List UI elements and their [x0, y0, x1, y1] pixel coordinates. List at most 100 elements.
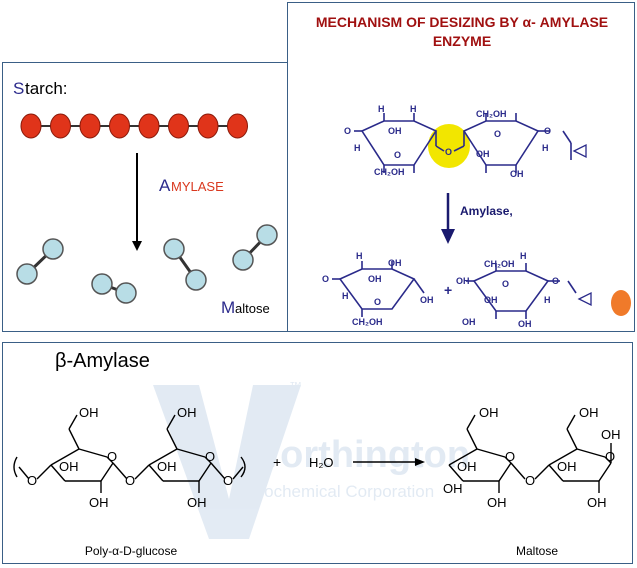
water-label: H₂O — [309, 455, 334, 470]
atom-oh-top-2: OH — [476, 149, 490, 159]
amylase-label-initial: A — [159, 176, 171, 195]
atom-o-top-left: O — [344, 126, 351, 136]
glucose-bead — [79, 113, 101, 139]
atom-oh-poly-6: OH — [187, 495, 207, 510]
atom-o-bottom-right: O — [552, 276, 559, 286]
atom-oh-bottom-5: OH — [484, 295, 498, 305]
atom-ch2oh-top-2: CH₂OH — [476, 109, 507, 119]
atom-o-ring-3: O — [374, 297, 381, 307]
atom-oh-top-3: OH — [510, 169, 524, 179]
maltose-label: altose — [235, 301, 270, 316]
amylase-enzyme-label: Amylase, — [460, 204, 513, 218]
maltose-caption: Maltose — [516, 544, 558, 558]
atom-o-poly-ring-1: O — [107, 449, 117, 464]
glucose-bead — [227, 113, 248, 139]
amylase-label: MYLASE — [171, 179, 224, 194]
atom-o-ring-4: O — [502, 279, 509, 289]
atom-oh-maltose-4: OH — [487, 495, 507, 510]
atom-oh-maltose-2: OH — [457, 459, 477, 474]
atom-oh-maltose-5: OH — [579, 405, 599, 420]
mechanism-diagram: MECHANISM OF DESIZING BY α- AMYLASE ENZY… — [316, 14, 631, 329]
glucose-bead — [197, 113, 219, 139]
starch-panel: S tarch: A MYLASE M altose — [2, 62, 288, 332]
top-glucose-ring-2 — [453, 113, 572, 173]
beta-amylase-diagram: Worthington Biochemical Corporation ™ β-… — [13, 350, 621, 558]
watermark-subtitle: Biochemical Corporation — [249, 482, 434, 501]
atom-h-top-1c: H — [354, 143, 361, 153]
atom-o-maltose-ring-2: O — [605, 449, 615, 464]
atom-o-glycosidic: O — [445, 147, 452, 157]
maltose-pair-1 — [16, 238, 64, 285]
atom-h-bottom-1: H — [356, 251, 363, 261]
atom-oh-poly-4: OH — [177, 405, 197, 420]
reaction-arrow-head — [132, 241, 142, 251]
atom-oh-poly-2: OH — [59, 459, 79, 474]
mechanism-title-line1: MECHANISM OF DESIZING BY α- AMYLASE — [316, 14, 608, 30]
atom-oh-bottom-1: OH — [388, 258, 402, 268]
atom-oh-top-1: OH — [388, 126, 402, 136]
atom-oh-maltose-6: OH — [557, 459, 577, 474]
atom-oh-poly-1: OH — [79, 405, 99, 420]
reaction-plus-beta: + — [273, 454, 281, 470]
atom-oh-maltose-1: OH — [479, 405, 499, 420]
glucose-bead — [20, 113, 42, 139]
mechanism-title-line2: ENZYME — [433, 33, 491, 49]
starch-title-initial: S — [13, 79, 24, 98]
atom-o-poly-3: O — [223, 473, 233, 488]
atom-h-top-1a: H — [378, 104, 385, 114]
top-glucose-ring-1 — [354, 113, 445, 173]
atom-o-bottom-left: O — [322, 274, 329, 284]
atom-o-poly-ring-2: O — [205, 449, 215, 464]
poly-glucose-caption: Poly-α-D-glucose — [85, 544, 178, 558]
maltose-pair-4 — [232, 224, 278, 271]
beta-amylase-panel: Worthington Biochemical Corporation ™ β-… — [2, 342, 633, 564]
starch-diagram: S tarch: A MYLASE M altose — [13, 79, 278, 317]
atom-oh-bottom-7: OH — [518, 319, 532, 329]
starch-title: tarch: — [25, 79, 68, 98]
orange-bullet — [611, 290, 631, 316]
glucose-bead — [168, 113, 189, 139]
atom-o-ring-2: O — [494, 129, 501, 139]
glucose-bead — [138, 113, 160, 139]
bottom-glucose-ring-1 — [332, 261, 425, 317]
atom-ch2oh-top-1: CH₂OH — [374, 167, 405, 177]
atom-o-maltose-bridge: O — [525, 473, 535, 488]
mechanism-arrow-head — [441, 229, 455, 244]
starch-beads — [20, 113, 248, 139]
bottom-glucose-ring-2 — [466, 263, 577, 319]
atom-h-top-1b: H — [410, 104, 417, 114]
atom-h-top-2: H — [542, 143, 549, 153]
beta-reaction-arrow-head — [415, 458, 425, 466]
chain-continuation-marker-top — [572, 143, 587, 159]
watermark-tm: ™ — [289, 379, 302, 394]
beta-amylase-title: β-Amylase — [55, 350, 150, 372]
atom-oh-bottom-4: OH — [456, 276, 470, 286]
reaction-plus: + — [444, 282, 452, 298]
worthington-watermark: Worthington Biochemical Corporation ™ — [153, 379, 470, 539]
glycosidic-bond-highlight — [428, 124, 470, 168]
glucose-bead — [50, 113, 71, 139]
poly-glucose-structure — [13, 414, 246, 493]
atom-o-ring-1: O — [394, 150, 401, 160]
glucose-bead — [109, 113, 130, 139]
atom-ch2oh-bottom-1: CH₂OH — [352, 317, 383, 327]
atom-oh-maltose-3: OH — [443, 481, 463, 496]
maltose-pair-2 — [91, 273, 137, 304]
maltose-structure — [448, 414, 612, 493]
atom-o-poly-2: O — [125, 473, 135, 488]
watermark-name: Worthington — [245, 434, 470, 476]
mechanism-panel: MECHANISM OF DESIZING BY α- AMYLASE ENZY… — [287, 2, 635, 332]
atom-oh-maltose-7: OH — [587, 495, 607, 510]
atom-oh-poly-3: OH — [89, 495, 109, 510]
atom-ch2oh-bottom-2: CH₂OH — [484, 259, 515, 269]
atom-o-poly-1: O — [27, 473, 37, 488]
atom-oh-poly-5: OH — [157, 459, 177, 474]
atom-o-maltose-ring-1: O — [505, 449, 515, 464]
maltose-label-initial: M — [221, 298, 235, 317]
atom-oh-bottom-3: OH — [420, 295, 434, 305]
atom-o-top-right: O — [544, 126, 551, 136]
atom-oh-bottom-2: OH — [368, 274, 382, 284]
atom-h-bottom-2: H — [342, 291, 349, 301]
atom-oh-maltose-8: OH — [601, 427, 621, 442]
atom-oh-bottom-6: OH — [462, 317, 476, 327]
